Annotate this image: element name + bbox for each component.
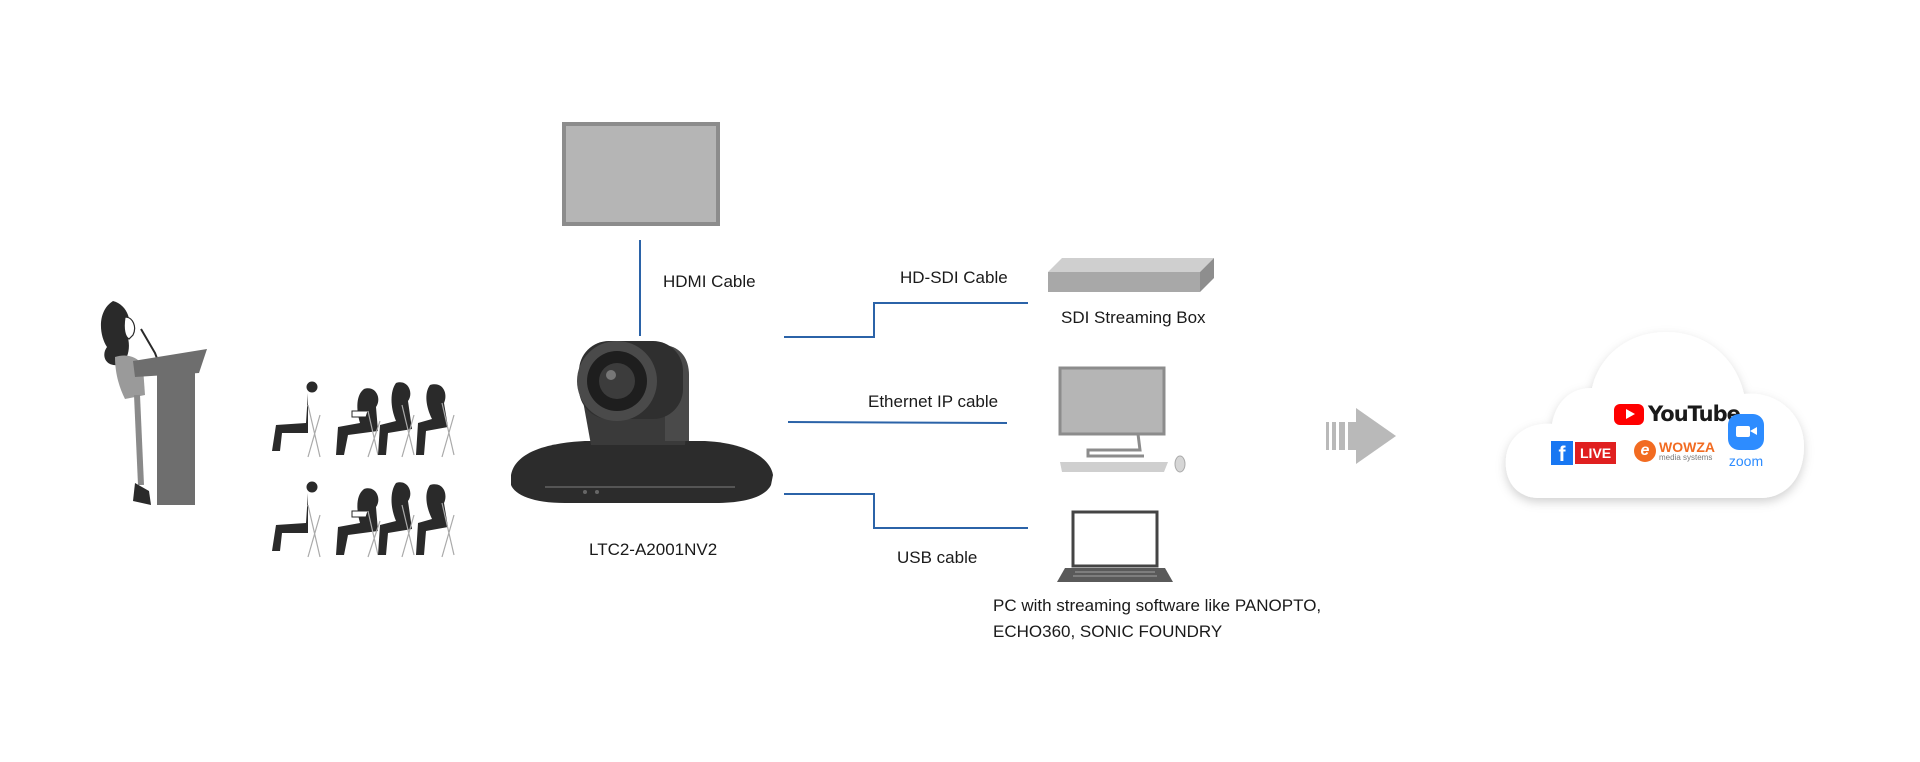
- usb-cable-label: USB cable: [897, 548, 978, 567]
- hdsdi-cable-label: HD-SDI Cable: [900, 268, 1008, 287]
- facebook-icon: f: [1551, 441, 1573, 466]
- desktop-pc: [1058, 366, 1186, 473]
- pc-label-line2: ECHO360, SONIC FOUNDRY: [993, 622, 1223, 641]
- camera-model-label: LTC2-A2001NV2: [589, 540, 718, 559]
- arrow-right-icon: [1326, 408, 1396, 464]
- ethernet-cable-label: Ethernet IP cable: [868, 392, 999, 411]
- sdi-box-label: SDI Streaming Box: [1061, 308, 1206, 327]
- live-badge: LIVE: [1575, 442, 1617, 464]
- usb-wire: [784, 493, 1028, 529]
- zoom-camera-icon: [1728, 414, 1764, 450]
- wowza-logo: e WOWZA media systems: [1634, 440, 1715, 462]
- hdmi-cable-label: HDMI Cable: [663, 272, 756, 291]
- hdmi-monitor: [562, 122, 720, 226]
- ethernet-wire: [787, 421, 1008, 424]
- wowza-text: WOWZA: [1659, 439, 1715, 455]
- wowza-subtext: media systems: [1659, 453, 1713, 462]
- speaker-podium-illustration: [100, 301, 207, 505]
- sdi-streaming-box: [1048, 258, 1214, 292]
- hdsdi-wire: [784, 302, 1028, 338]
- audience-illustration: [271, 381, 455, 558]
- laptop-pc: [1057, 510, 1173, 582]
- youtube-logo: YouTube: [1614, 402, 1741, 426]
- youtube-text: YouTube: [1648, 402, 1741, 426]
- facebook-live-logo: f LIVE: [1551, 441, 1617, 466]
- youtube-play-icon: [1614, 403, 1644, 425]
- zoom-logo: zoom: [1728, 414, 1764, 469]
- zoom-text: zoom: [1728, 453, 1764, 469]
- ptz-camera: [511, 341, 773, 503]
- wowza-icon: e: [1634, 440, 1656, 462]
- pc-label-line1: PC with streaming software like PANOPTO,: [993, 596, 1322, 615]
